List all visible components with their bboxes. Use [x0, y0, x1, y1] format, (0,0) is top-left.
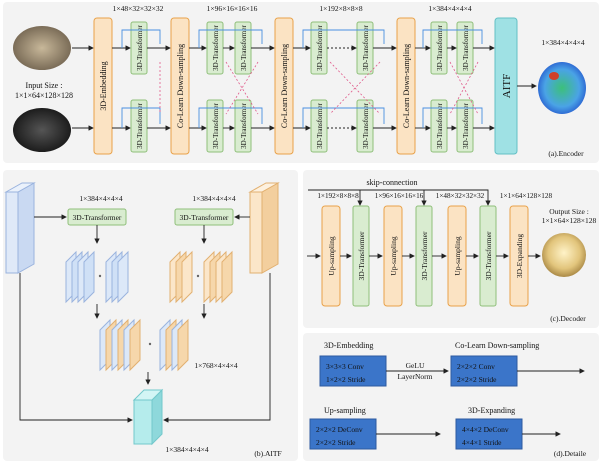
downsample-label-3: Co-Learn Down-sampling: [402, 44, 411, 128]
enc-s4-transformer-a-bottom-label: 3D-Transformer: [436, 103, 444, 149]
embedding-label: 3D-Embedding: [99, 61, 108, 110]
encoder-panel: Input Size : 1×1×64×128×128 1×48×32×32×3…: [3, 2, 599, 163]
detail-expanding-title: 3D-Expanding: [468, 406, 515, 415]
enc-s3-transformer-b-top-label: 3D-Transformer: [362, 25, 370, 71]
aitf-transformer-left-label: 3D-Transformer: [73, 213, 122, 222]
dec-transformer-1-label: 3D-Transformer: [357, 231, 366, 280]
dec-upsampling-3-label: Up-sampling: [453, 236, 462, 275]
downsample-block-3: [396, 17, 416, 155]
enc-s2-transformer-b-bottom: [234, 99, 252, 153]
detail-caption: (d).Detaile: [554, 449, 587, 458]
aitf-concat-dim: 1×768×4×4×4: [194, 361, 237, 370]
detail-embedding-title: 3D-Embedding: [324, 341, 373, 350]
encoder-dim-1: 1×48×32×32×32: [113, 4, 164, 13]
decoder-output-tumor-image: [542, 233, 586, 277]
aitf-transformer-right-label: 3D-Transformer: [180, 213, 229, 222]
encoder-output-map-image: [538, 62, 586, 114]
detail-upsampling-line1: 2×2×2 DeConv: [316, 425, 363, 434]
aitf-output-cube: [132, 388, 164, 446]
detail-downsample-line2: 2×2×2 Stride: [457, 375, 497, 384]
detail-panel: 3D-Embedding 3×3×3 Conv 1×2×2 Stride GeL…: [303, 333, 599, 461]
aitf-concat-feature-stack: [99, 318, 189, 372]
enc-s1-transformer-bottom: [130, 99, 148, 153]
decoder-caption: (c).Decoder: [550, 314, 586, 323]
aitf-output-dim: 1×384×4×4×4: [165, 445, 208, 454]
input-size-label: Input Size :: [26, 81, 63, 90]
enc-s4-transformer-b-top-label: 3D-Transformer: [462, 25, 470, 71]
detail-downsample-box: [450, 355, 518, 387]
input-size-value: 1×1×64×128×128: [15, 91, 73, 100]
aitf-right-feature-stack: [169, 250, 233, 304]
aitf-panel: 1×384×4×4×4 1×384×4×4×4 3D-Transformer 3…: [3, 170, 298, 461]
decoder-dim-4: 1×1×64×128×128: [500, 192, 553, 200]
enc-s4-transformer-b-bottom: [456, 99, 474, 153]
enc-s4-transformer-a-top-label: 3D-Transformer: [436, 25, 444, 71]
detail-expanding-line2: 4×4×1 Stride: [462, 438, 502, 447]
enc-s1-transformer-top-label: 3D-Transformer: [136, 25, 144, 71]
detail-embedding-line1: 3×3×3 Conv: [326, 362, 364, 371]
enc-s4-transformer-a-bottom: [430, 99, 448, 153]
encoder-dim-4: 1×384×4×4×4: [428, 4, 471, 13]
decoder-output-label: Output Size :: [549, 207, 589, 216]
enc-s3-transformer-b-bottom: [356, 99, 374, 153]
aitf-left-feature-stack: [65, 250, 129, 304]
enc-s2-transformer-b-top-label: 3D-Transformer: [240, 25, 248, 71]
downsample-label-2: Co-Learn Down-sampling: [280, 44, 289, 128]
enc-s3-transformer-a-top-label: 3D-Transformer: [316, 25, 324, 71]
enc-s2-transformer-b-bottom-label: 3D-Transformer: [240, 103, 248, 149]
encoder-caption: (a).Encoder: [548, 149, 584, 158]
detail-embedding-box: [319, 355, 387, 387]
downsample-block-1: [170, 17, 190, 155]
detail-expanding-line1: 4×4×2 DeConv: [462, 425, 509, 434]
aitf-dim-left: 1×384×4×4×4: [79, 194, 122, 203]
detail-downsample-line1: 2×2×2 Conv: [457, 362, 495, 371]
input-brain-image-1: [13, 26, 71, 70]
detail-expanding-box: [455, 418, 523, 450]
detail-downsample-title: Co-Learn Down-sampling: [455, 341, 539, 350]
enc-s4-transformer-b-bottom-label: 3D-Transformer: [462, 103, 470, 149]
encoder-dim-2: 1×96×16×16×16: [207, 4, 258, 13]
decoder-panel: skip-connection 1×192×8×8×8 1×96×16×16×1…: [303, 170, 599, 328]
decoder-output-size: 1×1×64×128×128: [542, 216, 597, 225]
downsample-block-2: [274, 17, 294, 155]
dec-upsampling-2-label: Up-sampling: [389, 236, 398, 275]
detail-upsampling-line2: 2×2×2 Stride: [316, 438, 356, 447]
detail-act-line2: LayerNorm: [398, 372, 433, 381]
detail-upsampling-title: Up-sampling: [324, 406, 366, 415]
encoder-dim-3: 1×192×8×8×8: [319, 4, 362, 13]
dec-upsampling-1-label: Up-sampling: [327, 236, 336, 275]
input-brain-image-2: [13, 108, 71, 152]
detail-act-line1: GeLU: [406, 361, 425, 370]
aitf-dim-right: 1×384×4×4×4: [192, 194, 235, 203]
dec-transformer-3-label: 3D-Transformer: [484, 231, 493, 280]
encoder-output-dim: 1×384×4×4×4: [541, 38, 584, 47]
detail-embedding-line2: 1×2×2 Stride: [326, 375, 366, 384]
aitf-caption: (b).AITF: [254, 449, 281, 458]
enc-s2-transformer-a-top-label: 3D-Transformer: [212, 25, 220, 71]
aitf-label: AITF: [501, 74, 513, 98]
downsample-label-1: Co-Learn Down-sampling: [176, 44, 185, 128]
enc-s3-transformer-b-bottom-label: 3D-Transformer: [362, 103, 370, 149]
decoder-dim-2: 1×96×16×16×16: [375, 192, 424, 200]
decoder-dim-1: 1×192×8×8×8: [317, 192, 359, 200]
enc-s2-transformer-a-bottom: [206, 99, 224, 153]
dec-expanding-label: 3D-Expanding: [515, 234, 524, 278]
enc-s2-transformer-a-bottom-label: 3D-Transformer: [212, 103, 220, 149]
enc-s3-transformer-a-bottom: [310, 99, 328, 153]
enc-s1-transformer-bottom-label: 3D-Transformer: [136, 103, 144, 149]
decoder-dim-3: 1×48×32×32×32: [436, 192, 485, 200]
dec-transformer-2-label: 3D-Transformer: [420, 231, 429, 280]
embedding-block: [93, 17, 113, 155]
enc-s3-transformer-a-bottom-label: 3D-Transformer: [316, 103, 324, 149]
skip-connection-label: skip-connection: [366, 178, 417, 187]
